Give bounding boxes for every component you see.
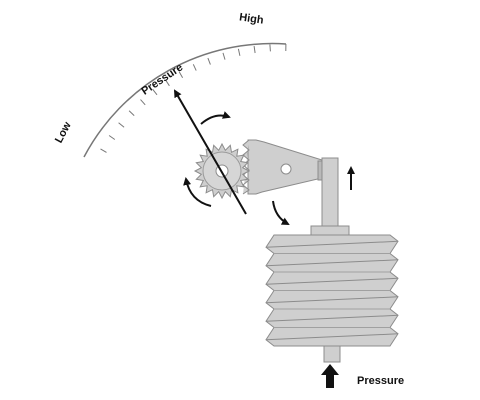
dial-tick xyxy=(237,48,241,56)
needle-label: Pressure xyxy=(139,61,185,97)
dial-tick xyxy=(140,99,146,106)
dial-tick xyxy=(118,122,125,128)
bellows-fold-crest xyxy=(265,277,399,285)
bellows-fold-crest xyxy=(265,333,399,341)
dial-ticks xyxy=(100,43,287,153)
dial-tick xyxy=(178,71,184,78)
dial-tick xyxy=(192,64,197,71)
push-rod xyxy=(310,157,350,236)
dial-tick xyxy=(108,135,116,140)
sector-gear-teeth xyxy=(242,139,250,195)
bellows-fold-crest xyxy=(265,240,399,248)
pointer-needle xyxy=(174,89,247,215)
bellows-fold-crest xyxy=(265,296,399,304)
pressure-input-arrow xyxy=(321,364,339,388)
dial-tick xyxy=(222,52,226,60)
dial-tick xyxy=(100,148,107,153)
pressure-input-label: Pressure xyxy=(357,375,404,387)
dial-tick xyxy=(152,88,158,96)
low-label: Low xyxy=(53,120,74,145)
push-rod-base xyxy=(310,225,350,236)
high-label: High xyxy=(238,11,264,26)
pivot-hole xyxy=(280,163,292,175)
dial-tick xyxy=(269,44,271,52)
rotation-arrow-left xyxy=(183,177,212,207)
sector-gear-arm xyxy=(242,139,329,195)
pressure-inlet-stem xyxy=(323,345,341,363)
bellows-folds xyxy=(265,240,399,341)
rotation-arrow-top xyxy=(200,111,231,125)
dial-scale xyxy=(83,42,287,158)
dial-tick xyxy=(165,79,170,87)
push-rod-stem xyxy=(321,157,339,227)
dial-arc xyxy=(83,42,287,158)
dial-tick xyxy=(128,110,135,116)
bellows xyxy=(265,234,399,347)
bellows-fold-crest xyxy=(265,314,399,322)
bellows-fold-crest xyxy=(265,259,399,267)
dial-tick xyxy=(207,57,211,65)
dial-tick xyxy=(253,46,256,54)
rotation-arrow-sector xyxy=(272,200,290,225)
